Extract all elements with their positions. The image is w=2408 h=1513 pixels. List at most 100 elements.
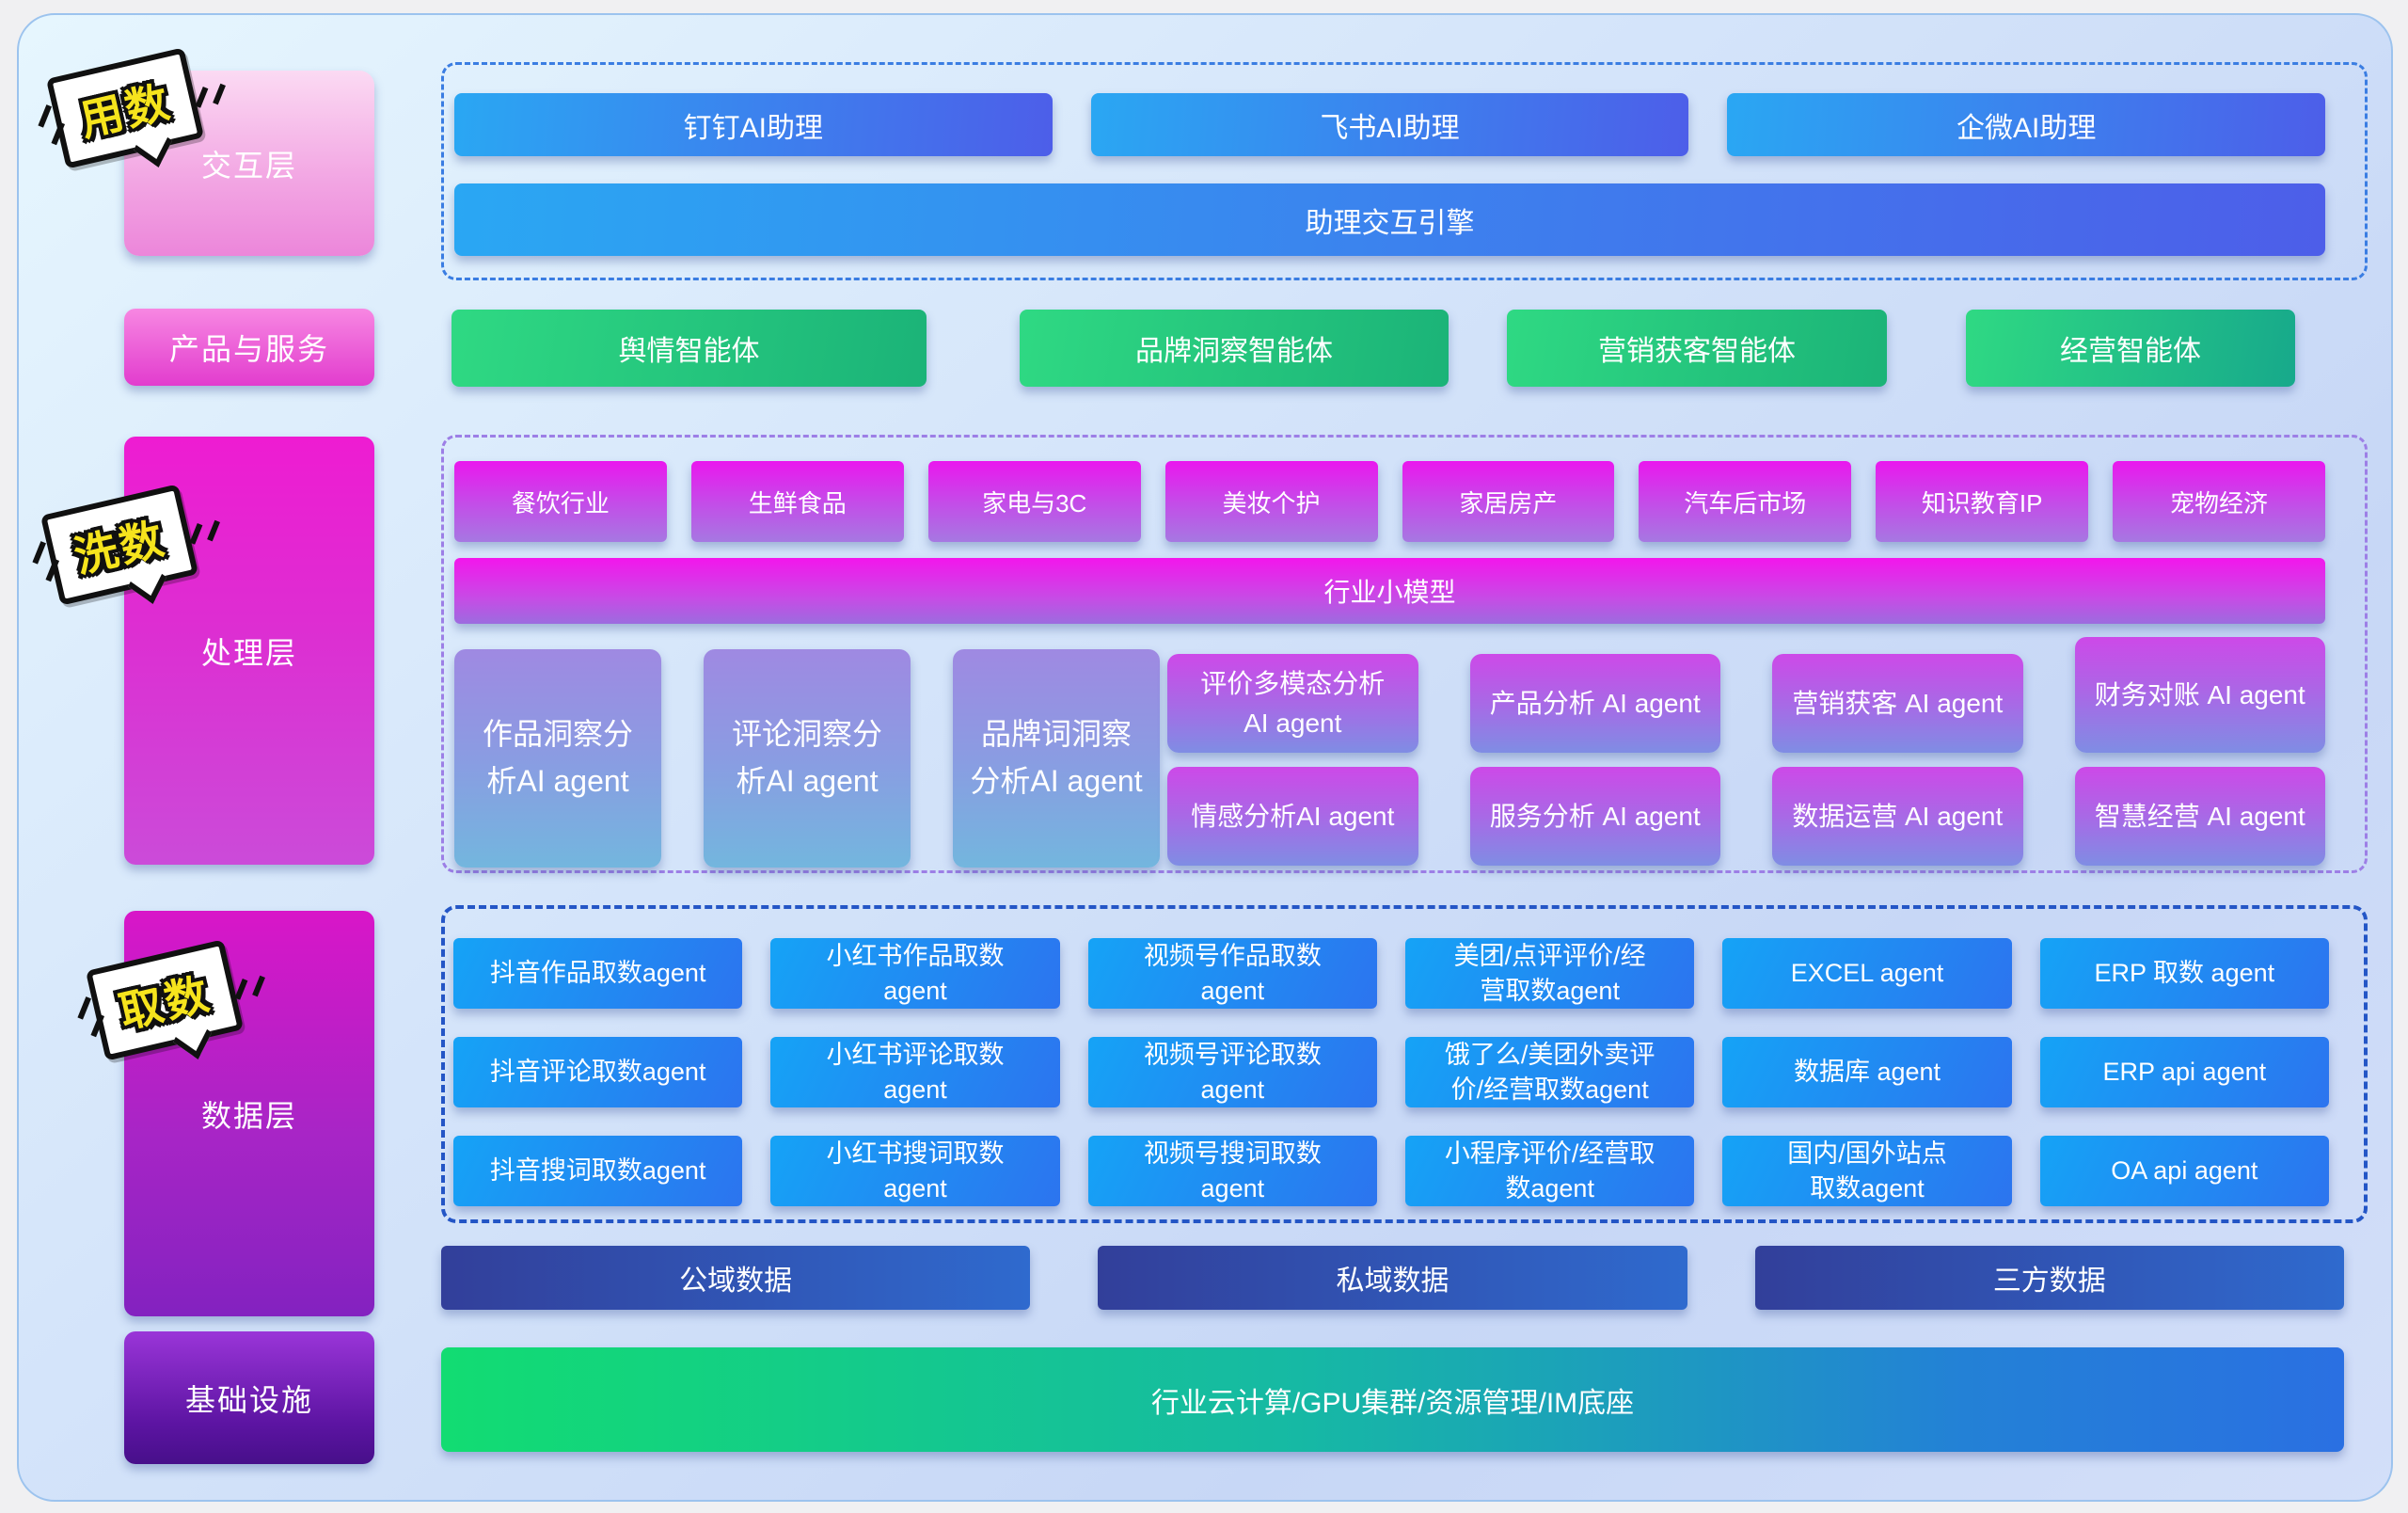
oa-api-agent-label: OA api agent	[2111, 1156, 2258, 1186]
third-party-data-label: 三方数据	[1992, 1266, 2106, 1297]
private-domain-data-label: 私域数据	[1336, 1266, 1450, 1297]
douyin-keyword-fetch-agent-label: 抖音搜词取数agent	[489, 1156, 706, 1186]
comment-insight-agent-box: 评论洞察分 析AI agent	[704, 649, 911, 868]
erp-api-agent-label: ERP api agent	[2102, 1058, 2267, 1087]
brandword-insight-agent-label: 品牌词洞察 分析AI agent	[970, 717, 1143, 798]
product-analysis-agent-label: 产品分析 AI agent	[1489, 688, 1701, 718]
public-domain-data-label: 公域数据	[679, 1266, 793, 1297]
third-party-data-bar: 三方数据	[1754, 1246, 2344, 1310]
industry-chip-knowledge-ip-label: 知识教育IP	[1921, 488, 2043, 518]
operation-agent-box: 经营智能体	[1966, 310, 2295, 387]
comment-insight-agent-label: 评论洞察分 析AI agent	[731, 717, 882, 798]
section-interaction-layer: 钉钉AI助理 飞书AI助理 企微AI助理 助理交互引擎	[441, 62, 2368, 280]
shipinhao-works-fetch-agent-box: 视频号作品取数 agent	[1087, 938, 1377, 1009]
feishu-ai-assistant-box: 飞书AI助理	[1090, 93, 1689, 156]
erp-fetch-agent-box: ERP 取数 agent	[2039, 938, 2329, 1009]
processing-agent-grid: 评价多模态分析 AI agent 产品分析 AI agent 营销获客 AI a…	[1167, 637, 2325, 868]
layer-label-interaction-text: 交互层	[200, 148, 297, 183]
miniprogram-fetch-agent-box: 小程序评价/经营取 数agent	[1405, 1136, 1695, 1206]
marketing-lead-agent-label: 营销获客 AI agent	[1792, 688, 2004, 718]
emotion-analysis-agent-box: 情感分析AI agent	[1167, 767, 1418, 866]
industry-chip-appliance-3c-label: 家电与3C	[982, 488, 1087, 518]
layer-label-infrastructure-text: 基础设施	[184, 1382, 313, 1417]
miniprogram-fetch-agent-label: 小程序评价/经营取 数agent	[1444, 1139, 1656, 1202]
sticker-use-data-bubble: 用数	[45, 47, 205, 169]
excel-agent-label: EXCEL agent	[1790, 959, 1944, 988]
review-multimodal-agent-box: 评价多模态分析 AI agent	[1167, 654, 1418, 753]
domestic-foreign-site-fetch-agent-label: 国内/国外站点 取数agent	[1787, 1139, 1947, 1202]
marketing-lead-agent-box: 营销获客 AI agent	[1772, 654, 2023, 753]
layer-label-infrastructure: 基础设施	[124, 1331, 374, 1464]
smart-operation-agent-box: 智慧经营 AI agent	[2074, 767, 2325, 866]
erp-fetch-agent-label: ERP 取数 agent	[2094, 959, 2275, 988]
sentiment-agent-box: 舆情智能体	[452, 310, 927, 387]
shipinhao-keyword-fetch-agent-label: 视频号搜词取数 agent	[1143, 1139, 1322, 1202]
work-insight-agent-box: 作品洞察分 析AI agent	[454, 649, 661, 868]
douyin-comment-fetch-agent-box: 抖音评论取数agent	[453, 1037, 743, 1107]
layer-label-products-text: 产品与服务	[168, 332, 329, 366]
industry-chip-home-realestate-label: 家居房产	[1459, 488, 1558, 518]
private-domain-data-bar: 私域数据	[1098, 1246, 1687, 1310]
assistant-interaction-engine-bar: 助理交互引擎	[454, 183, 2325, 256]
industry-chip-fresh-food-label: 生鲜食品	[748, 488, 847, 518]
xiaohongshu-keyword-fetch-agent-box: 小红书搜词取数 agent	[770, 1136, 1060, 1206]
section-processing-layer: 餐饮行业 生鲜食品 家电与3C 美妆个护 家居房产 汽车后市场 知识教育IP 宠…	[441, 435, 2368, 873]
industry-chip-pet-economy: 宠物经济	[2113, 461, 2325, 542]
industry-chips-row: 餐饮行业 生鲜食品 家电与3C 美妆个护 家居房产 汽车后市场 知识教育IP 宠…	[454, 461, 2325, 542]
sticker-clean-data-bubble: 洗数	[40, 484, 199, 606]
industry-chip-catering: 餐饮行业	[454, 461, 667, 542]
douyin-comment-fetch-agent-label: 抖音评论取数agent	[489, 1058, 706, 1087]
shipinhao-comment-fetch-agent-label: 视频号评论取数 agent	[1143, 1041, 1322, 1104]
industry-small-model-bar: 行业小模型	[454, 558, 2325, 624]
industry-chip-auto-aftermarket-label: 汽车后市场	[1684, 488, 1807, 518]
data-operation-agent-box: 数据运营 AI agent	[1772, 767, 2023, 866]
public-domain-data-bar: 公域数据	[441, 1246, 1031, 1310]
processing-agents-row: 作品洞察分 析AI agent 评论洞察分 析AI agent 品牌词洞察 分析…	[454, 637, 2325, 868]
operation-agent-label: 经营智能体	[2060, 336, 2201, 367]
douyin-works-fetch-agent-label: 抖音作品取数agent	[489, 959, 706, 988]
xiaohongshu-works-fetch-agent-box: 小红书作品取数 agent	[770, 938, 1060, 1009]
service-analysis-agent-box: 服务分析 AI agent	[1469, 767, 1720, 866]
review-multimodal-agent-label: 评价多模态分析 AI agent	[1200, 668, 1386, 738]
sticker-fetch-data: 取数	[85, 939, 245, 1061]
industry-chip-catering-label: 餐饮行业	[511, 488, 610, 518]
meituan-dianping-fetch-agent-label: 美团/点评评价/经 营取数agent	[1453, 942, 1646, 1005]
service-analysis-agent-label: 服务分析 AI agent	[1489, 801, 1701, 831]
marketing-leads-agent-box: 营销获客智能体	[1507, 310, 1887, 387]
layer-label-products: 产品与服务	[124, 309, 374, 386]
layer-label-processing-text: 处理层	[200, 635, 297, 670]
dingtalk-ai-assistant-label: 钉钉AI助理	[683, 112, 824, 144]
shipinhao-works-fetch-agent-label: 视频号作品取数 agent	[1143, 942, 1322, 1005]
industry-chip-knowledge-ip: 知识教育IP	[1876, 461, 2089, 542]
shipinhao-comment-fetch-agent-box: 视频号评论取数 agent	[1087, 1037, 1377, 1107]
sentiment-agent-label: 舆情智能体	[618, 336, 760, 367]
finance-reconciliation-agent-label: 财务对账 AI agent	[2094, 679, 2305, 709]
infrastructure-bar-label: 行业云计算/GPU集群/资源管理/IM底座	[1150, 1387, 1635, 1419]
sticker-use-data: 用数	[45, 47, 205, 169]
sticker-fetch-data-bubble: 取数	[85, 939, 245, 1061]
layer-label-data-text: 数据层	[200, 1098, 297, 1133]
product-analysis-agent-box: 产品分析 AI agent	[1469, 654, 1720, 753]
xiaohongshu-works-fetch-agent-label: 小红书作品取数 agent	[826, 942, 1005, 1005]
industry-chip-auto-aftermarket: 汽车后市场	[1639, 461, 1852, 542]
database-agent-box: 数据库 agent	[1722, 1037, 2012, 1107]
assistant-interaction-engine-label: 助理交互引擎	[1305, 207, 1475, 239]
brandword-insight-agent-box: 品牌词洞察 分析AI agent	[953, 649, 1160, 868]
sticker-clean-data: 洗数	[40, 484, 199, 606]
data-domains-row: 公域数据 私域数据 三方数据	[441, 1246, 2344, 1310]
marketing-leads-agent-label: 营销获客智能体	[1598, 336, 1796, 367]
domestic-foreign-site-fetch-agent-box: 国内/国外站点 取数agent	[1722, 1136, 2012, 1206]
eleme-meituan-fetch-agent-box: 饿了么/美团外卖评 价/经营取数agent	[1405, 1037, 1695, 1107]
xiaohongshu-comment-fetch-agent-box: 小红书评论取数 agent	[770, 1037, 1060, 1107]
brand-insight-agent-label: 品牌洞察智能体	[1135, 336, 1333, 367]
industry-chip-fresh-food: 生鲜食品	[690, 461, 904, 542]
smart-operation-agent-label: 智慧经营 AI agent	[2094, 801, 2305, 831]
wecom-ai-assistant-box: 企微AI助理	[1727, 93, 2326, 156]
infrastructure-bar: 行业云计算/GPU集群/资源管理/IM底座	[441, 1347, 2344, 1452]
feishu-ai-assistant-label: 飞书AI助理	[1320, 112, 1460, 144]
meituan-dianping-fetch-agent-box: 美团/点评评价/经 营取数agent	[1405, 938, 1695, 1009]
database-agent-label: 数据库 agent	[1793, 1058, 1941, 1087]
industry-chip-appliance-3c: 家电与3C	[927, 461, 1141, 542]
industry-chip-beauty-care-label: 美妆个护	[1222, 488, 1321, 518]
xiaohongshu-keyword-fetch-agent-label: 小红书搜词取数 agent	[826, 1139, 1005, 1202]
